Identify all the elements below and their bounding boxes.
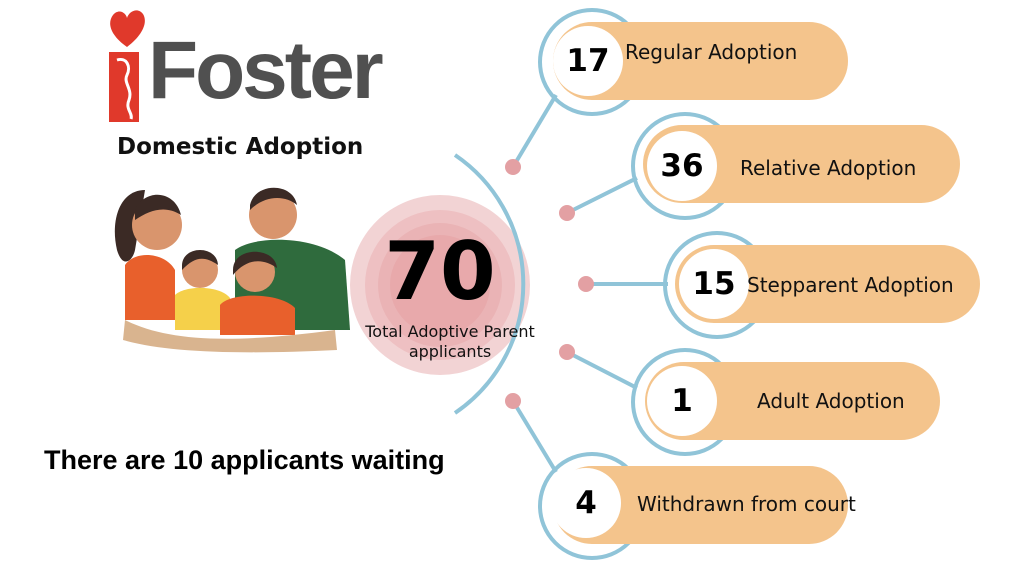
- total-label: Total Adoptive Parent applicants: [340, 322, 560, 362]
- total-label-line2: applicants: [408, 342, 492, 361]
- connector-dot: [578, 276, 594, 292]
- waiting-applicants-text: There are 10 applicants waiting: [44, 445, 445, 475]
- category-count: 36: [647, 131, 717, 201]
- category-count: 17: [553, 26, 623, 96]
- category-label: Stepparent Adoption: [747, 273, 954, 297]
- connector-dot: [505, 393, 521, 409]
- page-subtitle: Domestic Adoption: [117, 134, 364, 160]
- logo-text: Foster: [148, 25, 384, 116]
- total-label-line1: Total Adoptive Parent: [365, 322, 535, 341]
- family-illustration: [114, 187, 350, 353]
- connector-dot: [505, 159, 521, 175]
- category-count: 15: [679, 249, 749, 319]
- ifoster-logo-mark: [109, 10, 145, 122]
- category-count: 1: [647, 366, 717, 436]
- category-count: 4: [551, 468, 621, 538]
- heart-icon: [110, 10, 145, 47]
- connector-arc: [453, 153, 526, 415]
- category-label: Relative Adoption: [740, 156, 917, 180]
- category-label: Regular Adoption: [625, 40, 798, 64]
- category-label: Adult Adoption: [757, 389, 905, 413]
- total-count: 70: [384, 225, 496, 318]
- connector-dot: [559, 205, 575, 221]
- category-label: Withdrawn from court: [637, 492, 856, 516]
- connector-dot: [559, 344, 575, 360]
